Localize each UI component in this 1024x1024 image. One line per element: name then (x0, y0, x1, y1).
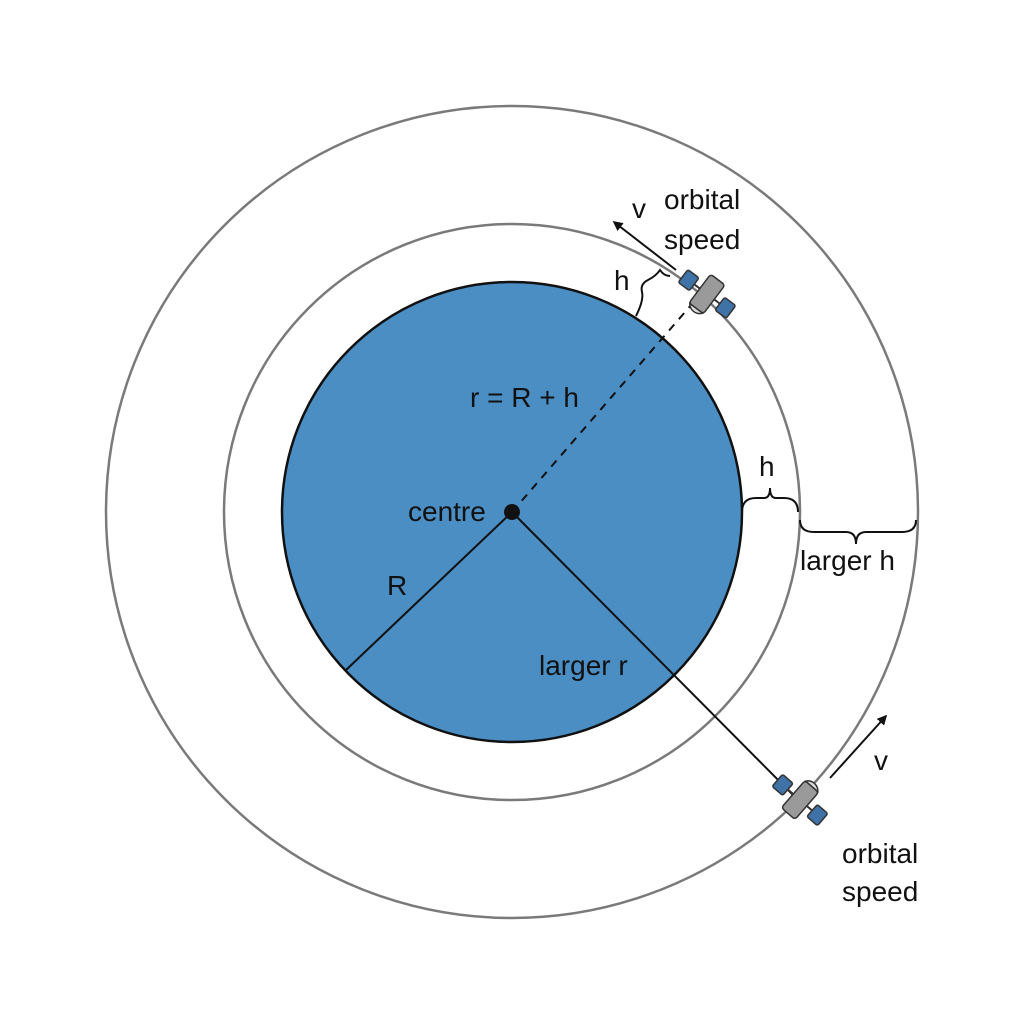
inner-height-label: h (614, 265, 630, 296)
outer-velocity-label: v (874, 745, 888, 776)
centre-point (504, 504, 520, 520)
inner-velocity-label: v (632, 193, 646, 224)
outer-velocity-arrow (829, 714, 888, 779)
inner-radius-formula: r = R + h (470, 382, 579, 413)
inner-radius-line (511, 303, 693, 513)
outer-speed-label-line1: orbital (842, 838, 918, 869)
planet-radius-label: R (387, 570, 407, 601)
outer-height-brace (799, 519, 917, 545)
outer-speed-label-line2: speed (842, 876, 918, 907)
outer-satellite-icon (764, 762, 839, 835)
inner-height-brace-side (741, 487, 799, 513)
inner-orbit (222, 222, 802, 802)
outer-orbit (104, 104, 920, 920)
centre-label: centre (408, 496, 486, 527)
planet-radius-line (345, 511, 513, 671)
inner-speed-label-line1: orbital (664, 184, 740, 215)
outer-radius-label: larger r (539, 650, 628, 681)
inner-velocity-arrow (612, 220, 677, 271)
outer-radius-line (511, 511, 799, 801)
inner-speed-label-line2: speed (664, 224, 740, 255)
inner-height-brace-diagonal (635, 268, 671, 317)
inner-satellite-icon (668, 260, 743, 331)
inner-height-side-label: h (759, 451, 775, 482)
outer-height-label: larger h (800, 545, 895, 576)
